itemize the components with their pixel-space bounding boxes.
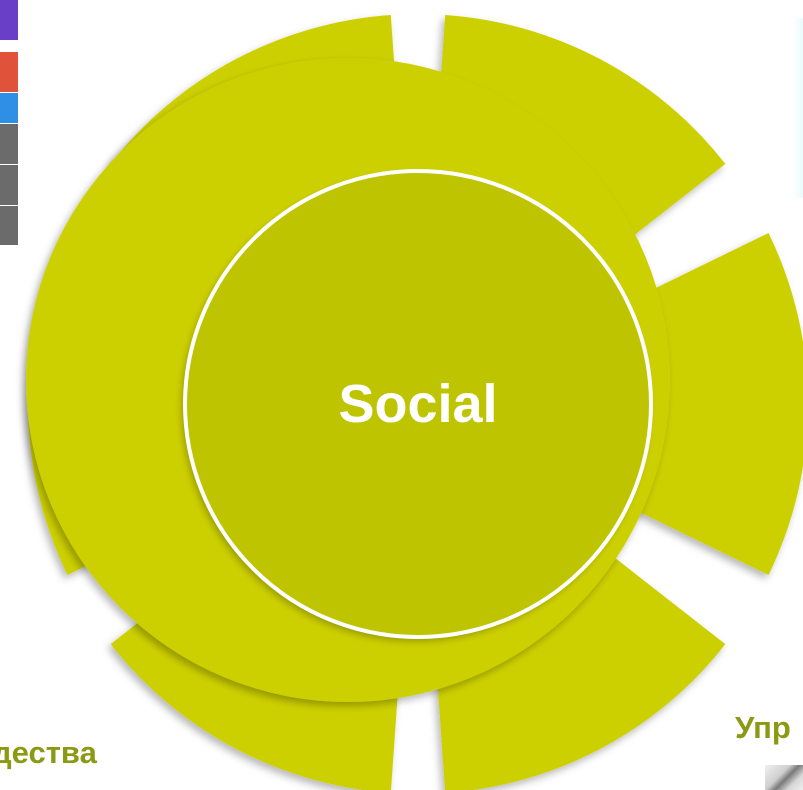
center-circle bbox=[185, 171, 651, 637]
thumbnail-tile-orange bbox=[0, 52, 18, 92]
thumbnail-tile-gray bbox=[0, 206, 18, 245]
segment-label-right: Упр bbox=[735, 710, 791, 745]
thumbnail-tile-gray bbox=[0, 165, 18, 205]
thumbnail-tile-purple bbox=[0, 0, 18, 40]
center-ring bbox=[183, 169, 653, 639]
edge-image-fragment bbox=[793, 18, 803, 198]
thumbnail-tile-gray bbox=[0, 124, 18, 164]
thumbnail-strip bbox=[0, 0, 18, 245]
segment-label-left: дества bbox=[0, 735, 97, 770]
thumbnail-tile-blue bbox=[0, 93, 18, 123]
corner-image-fragment bbox=[765, 765, 803, 790]
center-label: Social bbox=[338, 374, 497, 434]
